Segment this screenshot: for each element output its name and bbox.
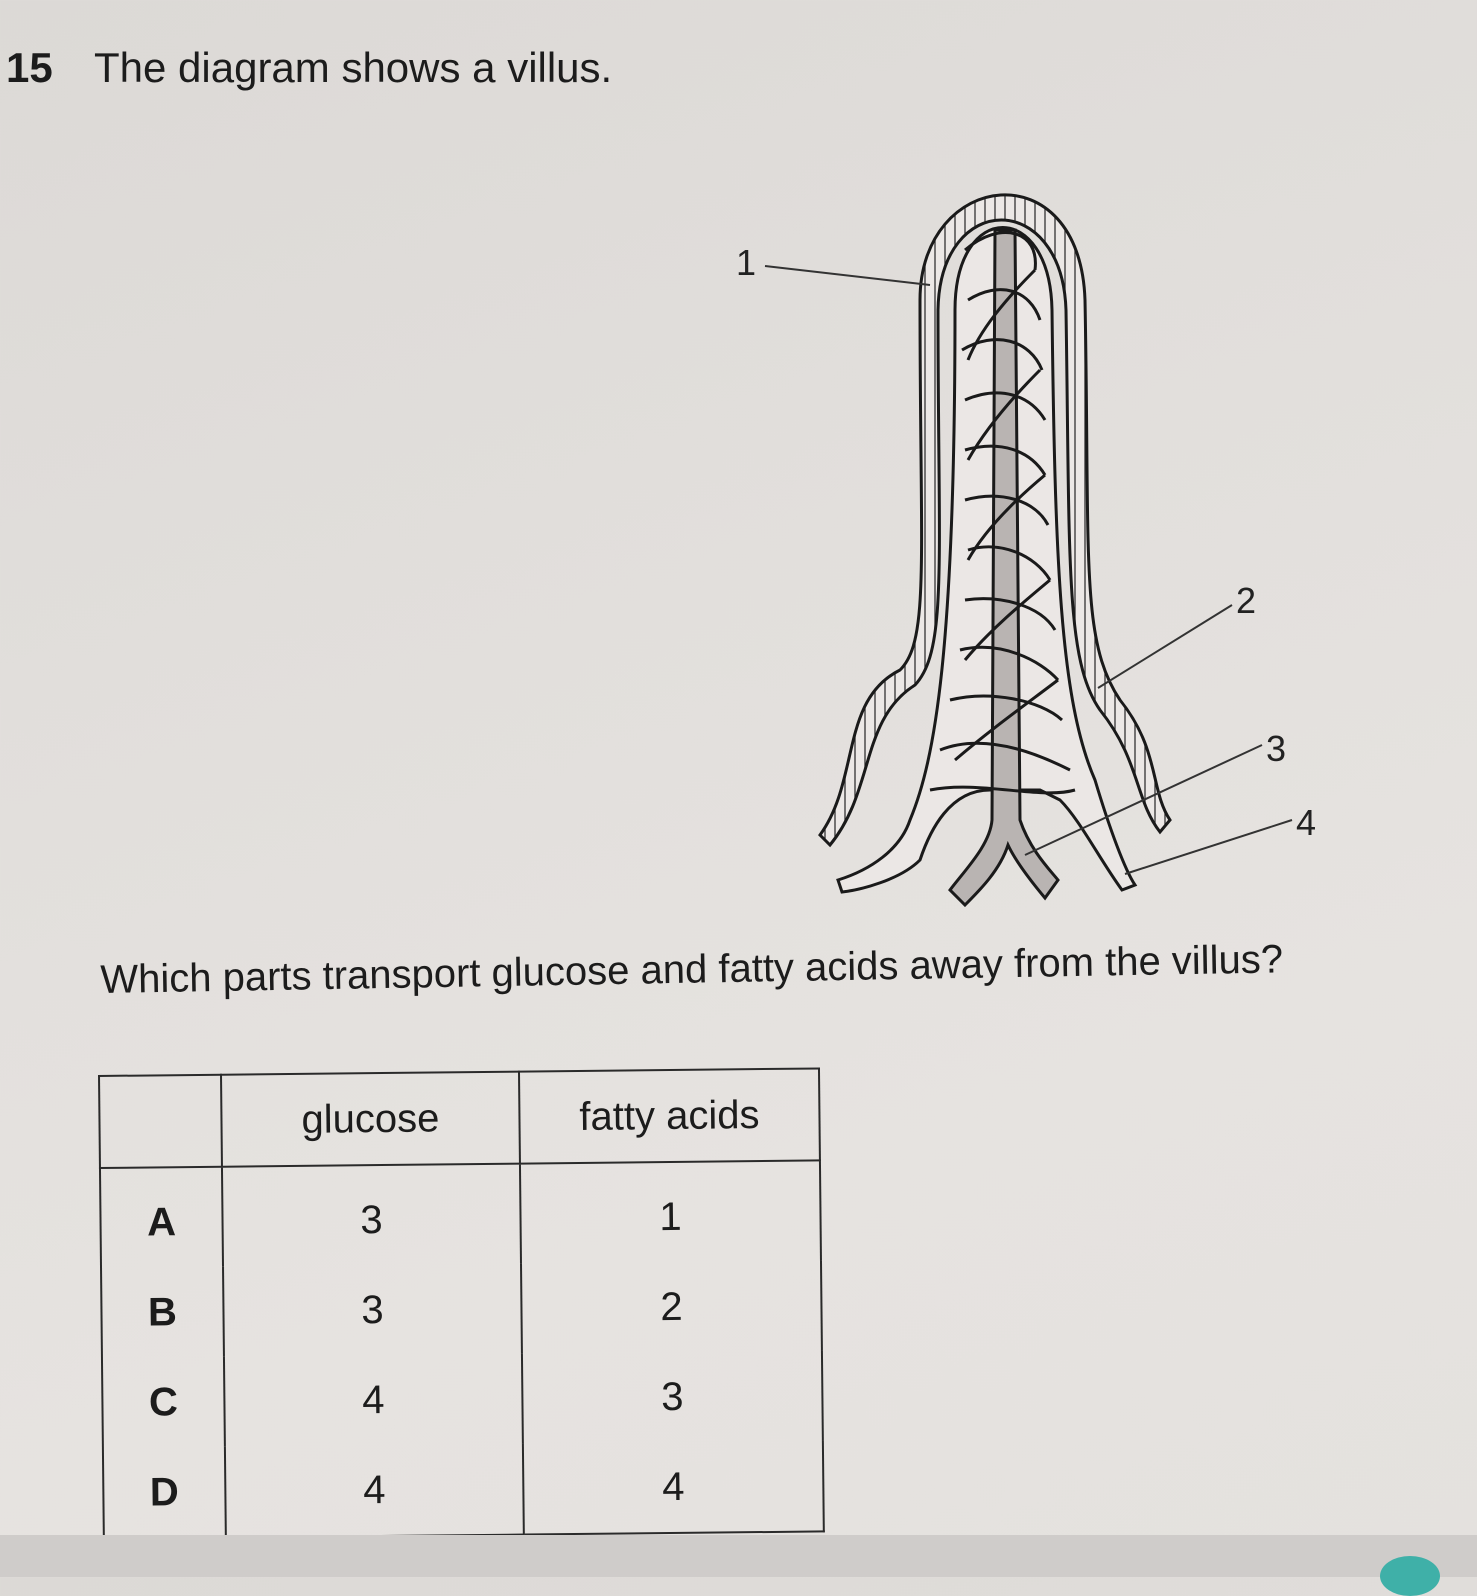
question-prompt: Which parts transport glucose and fatty … (100, 937, 1284, 1002)
question-number: 15 (6, 44, 53, 91)
fatty-acids-cell: 3 (521, 1350, 823, 1444)
question-intro: The diagram shows a villus. (94, 44, 613, 91)
taskbar-icon (1380, 1556, 1440, 1596)
screen-bottom-edge (0, 1535, 1477, 1577)
label-2: 2 (1236, 580, 1257, 621)
answer-table: glucose fatty acids A 3 1 B 3 2 C 4 3 D … (98, 1067, 825, 1540)
table-row[interactable]: A 3 1 (99, 1160, 821, 1268)
option-label: D (102, 1446, 226, 1539)
fatty-acids-cell: 1 (519, 1160, 821, 1264)
table-row[interactable]: D 4 4 (102, 1440, 824, 1539)
header-fatty-acids: fatty acids (518, 1068, 820, 1164)
table-row[interactable]: C 4 3 (101, 1350, 823, 1448)
option-label: C (101, 1356, 225, 1448)
label-4: 4 (1296, 802, 1317, 843)
fatty-acids-cell: 4 (522, 1440, 824, 1535)
glucose-cell: 4 (224, 1443, 524, 1538)
table-header-row: glucose fatty acids (99, 1068, 820, 1168)
glucose-cell: 4 (223, 1353, 523, 1447)
villus-diagram: 1 2 3 4 (730, 140, 1350, 920)
fatty-acids-cell: 2 (520, 1260, 822, 1354)
glucose-cell: 3 (221, 1163, 521, 1267)
villus-illustration (764, 193, 1293, 908)
header-option (99, 1074, 222, 1168)
option-label: A (99, 1166, 224, 1268)
table-row[interactable]: B 3 2 (101, 1260, 822, 1358)
glucose-cell: 3 (223, 1263, 522, 1357)
option-label: B (101, 1266, 224, 1358)
label-1: 1 (736, 242, 757, 283)
header-glucose: glucose (221, 1071, 520, 1167)
label-3: 3 (1266, 728, 1287, 769)
